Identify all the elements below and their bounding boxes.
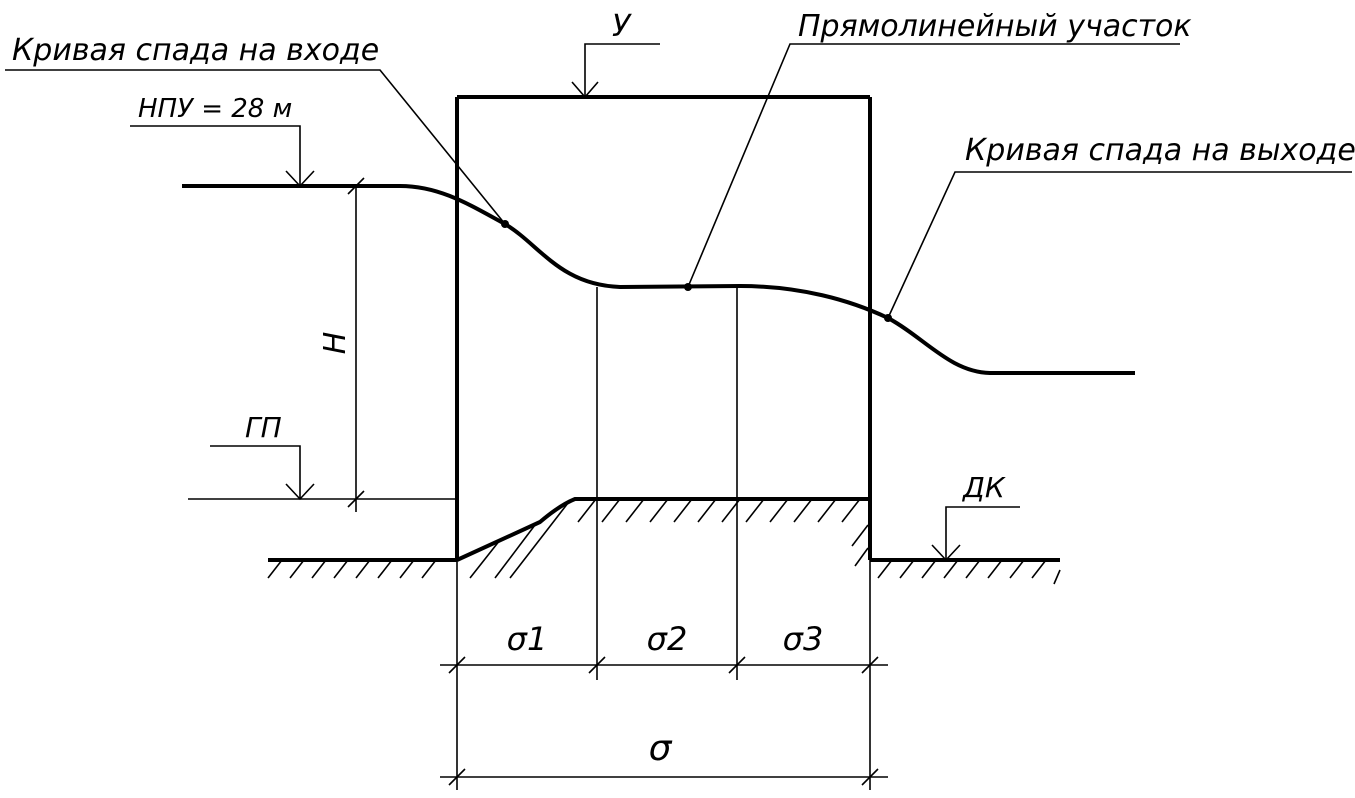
level-mark-dk [931, 506, 1020, 562]
height-label: Н [318, 332, 353, 355]
sigma1-label: σ1 [507, 620, 548, 658]
level-mark-y [571, 43, 660, 99]
inlet-curve-label: Кривая спада на входе [12, 33, 379, 68]
level-mark-gp [188, 445, 457, 501]
leader-lines [5, 43, 1352, 319]
straight-section-label: Прямолинейный участок [798, 9, 1192, 44]
npu-label: НПУ = 28 м [138, 94, 292, 124]
gp-label: ГП [245, 411, 282, 444]
outlet-curve-label: Кривая спада на выходе [965, 133, 1355, 168]
outlet-curve-leader [887, 171, 1352, 319]
inlet-curve-leader [5, 69, 506, 225]
total-dimension [440, 768, 888, 786]
channel-bottom [268, 497, 1060, 562]
level-mark-npu [130, 125, 315, 188]
ground-hatching [267, 498, 1061, 585]
sigma3-label: σ3 [783, 620, 824, 658]
weir-structure [455, 95, 872, 560]
water-surface-curve [182, 184, 1135, 375]
dk-label: ДК [961, 471, 1006, 504]
straight-section-leader [687, 43, 1180, 288]
weir-crest-profile [456, 497, 870, 562]
sigma2-label: σ2 [647, 620, 688, 658]
level-y-label: У [612, 9, 632, 44]
height-dimension [347, 177, 365, 512]
sections-dimension [440, 656, 888, 674]
sigma-label: σ [649, 728, 673, 769]
